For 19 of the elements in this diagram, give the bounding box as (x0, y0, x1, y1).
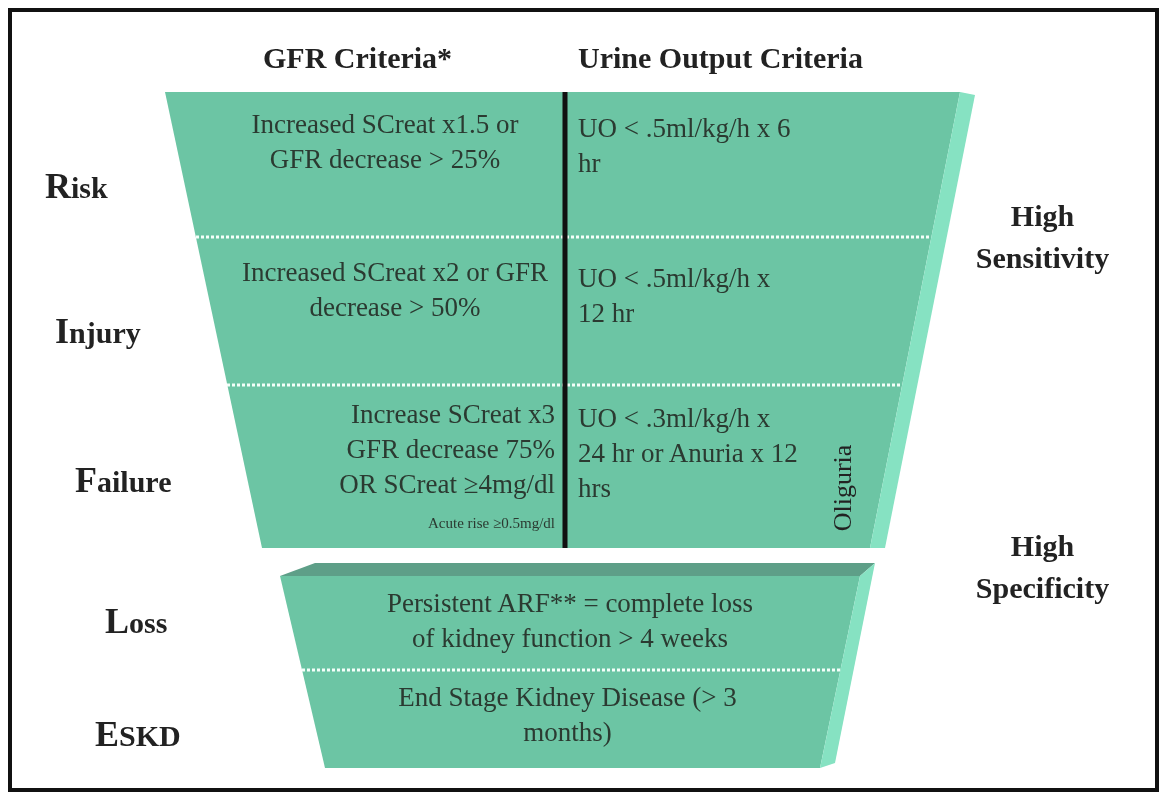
column-heading: GFR Criteria* (263, 40, 453, 76)
criteria-text: Increase SCreat x3 GFR decrease 75% OR SCreat ≥4mg/dl (338, 398, 555, 501)
side-note: High Sensitivity (975, 198, 1110, 276)
side-note: High Specificity (975, 528, 1110, 606)
criteria-text: Persistent ARF** = complete loss of kidney function > 4 weeks (385, 587, 755, 655)
criteria-text: UO < .5ml/kg/h x 6 hr (578, 112, 792, 180)
column-heading: Urine Output Criteria (578, 40, 863, 76)
criteria-text: Increased SCreat x1.5 or GFR decrease > 25% (250, 108, 520, 176)
criteria-text: UO < .3ml/kg/h x 24 hr or Anuria x 12 hrs (578, 402, 799, 505)
grade-label: Risk (45, 168, 108, 206)
footnote-text: Acute rise ≥0.5mg/dl (428, 514, 555, 533)
criteria-text: Increased SCreat x2 or GFR decrease > 50% (241, 256, 549, 324)
criteria-text: UO < .5ml/kg/h x 12 hr (578, 262, 772, 330)
grade-label: ESKD (95, 716, 181, 754)
grade-label: Failure (75, 462, 172, 500)
grade-label: Injury (55, 313, 141, 351)
criteria-text: End Stage Kidney Disease (> 3 months) (397, 681, 738, 749)
grade-label: Loss (105, 603, 168, 641)
rotated-label: Oliguria (827, 444, 859, 532)
